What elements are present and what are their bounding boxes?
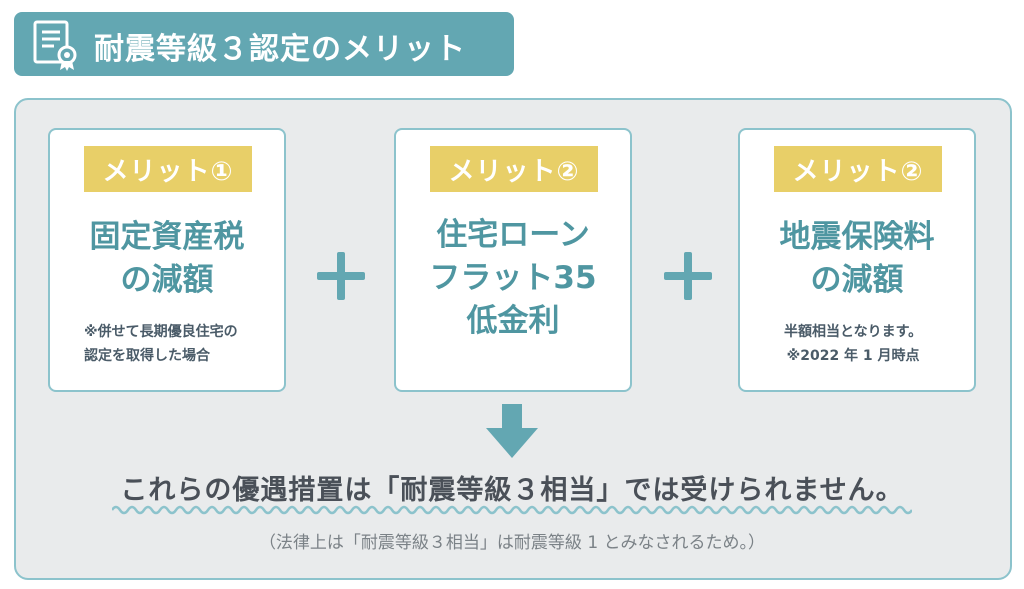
merit-note-line: 認定を取得した場合 — [84, 348, 210, 364]
merit-note-line: ※2022 年 1 月時点 — [786, 348, 920, 364]
merit-title: 住宅ローン フラット35 低金利 — [396, 214, 630, 343]
merit-card-flat35: メリット② 住宅ローン フラット35 低金利 — [394, 128, 632, 392]
footnote-text: （法律上は「耐震等級３相当」は耐震等級 1 とみなされるため。） — [258, 533, 766, 553]
merit-badge: メリット② — [774, 146, 942, 192]
plus-icon — [664, 252, 712, 300]
conclusion-text: これらの優遇措置は「耐震等級３相当」では受けられません。 — [120, 475, 904, 506]
merit-title: 地震保険料 の減額 — [740, 216, 974, 302]
merit-note: ※併せて長期優良住宅の 認定を取得した場合 — [84, 320, 238, 368]
merit-badge: メリット② — [430, 146, 598, 192]
merit-card-earthquake-insurance: メリット② 地震保険料 の減額 半額相当となります。 ※2022 年 1 月時点 — [738, 128, 976, 392]
page-title: 耐震等級３認定のメリット — [94, 32, 466, 67]
merit-title-line: フラット35 — [429, 260, 597, 296]
merit-title-line: 固定資産税 — [89, 219, 245, 255]
plus-icon — [317, 252, 365, 300]
merit-title-line: 低金利 — [466, 303, 560, 339]
merit-note-line: ※併せて長期優良住宅の — [84, 324, 238, 340]
merit-title: 固定資産税 の減額 — [50, 216, 284, 302]
merit-title-line: の減額 — [120, 262, 214, 298]
down-arrow-icon — [486, 404, 538, 458]
merit-title-line: 地震保険料 — [779, 219, 935, 255]
certificate-icon — [33, 20, 77, 71]
merit-title-line: 住宅ローン — [436, 217, 590, 253]
title-bar: 耐震等級３認定のメリット — [14, 12, 514, 76]
merit-title-line: の減額 — [810, 262, 904, 298]
merit-badge: メリット① — [84, 146, 252, 192]
merit-card-property-tax: メリット① 固定資産税 の減額 ※併せて長期優良住宅の 認定を取得した場合 — [48, 128, 286, 392]
wavy-underline — [112, 505, 912, 515]
merit-note-line: 半額相当となります。 — [784, 324, 923, 340]
merit-note: 半額相当となります。 ※2022 年 1 月時点 — [784, 320, 922, 368]
